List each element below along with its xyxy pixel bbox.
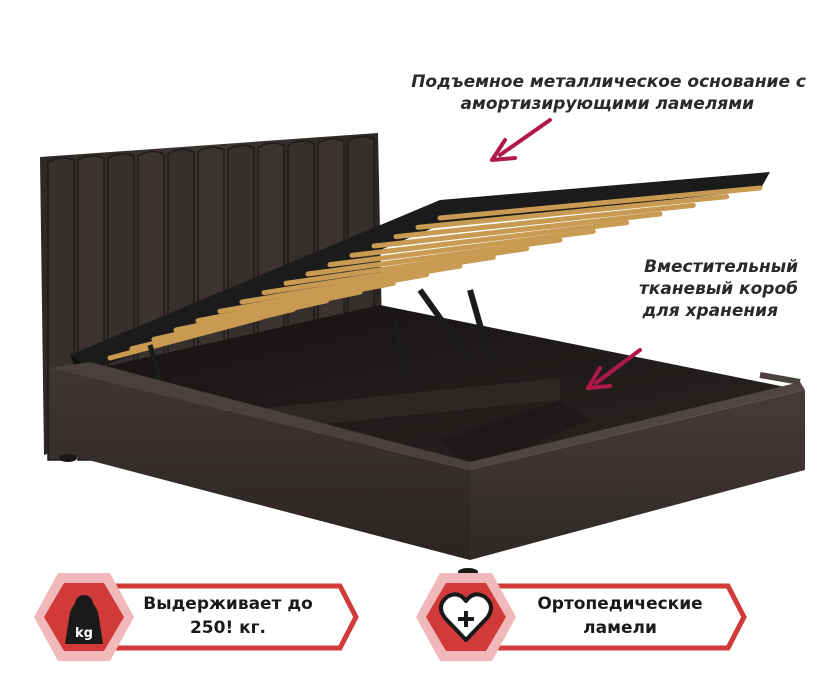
badge-orthopedic-text: Ортопедические ламели <box>520 592 720 640</box>
badge-weight-line2: 250! кг. <box>189 618 267 638</box>
caption-lift-base-line2: амортизирующими ламелями <box>460 94 755 114</box>
slat <box>349 220 630 258</box>
slat <box>437 185 763 221</box>
badge-orthopedic-line2: ламели <box>583 618 657 638</box>
heart-plus-icon <box>439 592 493 642</box>
slat <box>393 202 696 240</box>
arrow-to-lift-base <box>490 118 552 162</box>
caption-lift-base: Подъемное металлическое основание с амор… <box>336 71 806 115</box>
slat <box>415 194 730 230</box>
weight-kg-icon: kg <box>65 595 103 644</box>
caption-storage-line3: для хранения <box>642 301 778 321</box>
slat <box>327 228 596 268</box>
bed-frame <box>50 362 805 576</box>
lift-base <box>70 172 770 396</box>
caption-lift-base-line1: Подъемное металлическое основание с <box>411 72 806 92</box>
slat <box>371 211 663 249</box>
slat <box>217 272 430 314</box>
arrow-to-storage-box <box>586 348 642 390</box>
caption-storage-line2: тканевый короб <box>638 279 798 299</box>
badge-weight-line1: Выдерживает до <box>143 594 313 614</box>
badge-orthopedic-line1: Ортопедические <box>537 594 703 614</box>
slat <box>283 246 530 286</box>
svg-text:kg: kg <box>75 626 93 641</box>
caption-storage: Вместительный тканевый короб для хранени… <box>538 256 798 322</box>
slats <box>107 185 763 361</box>
caption-storage-line1: Вместительный <box>644 257 798 277</box>
slat <box>261 254 496 296</box>
slat <box>239 263 463 305</box>
badge-weight-text: Выдерживает до 250! кг. <box>128 592 328 640</box>
slat <box>173 289 363 333</box>
slat <box>305 237 563 277</box>
slat <box>195 280 396 324</box>
